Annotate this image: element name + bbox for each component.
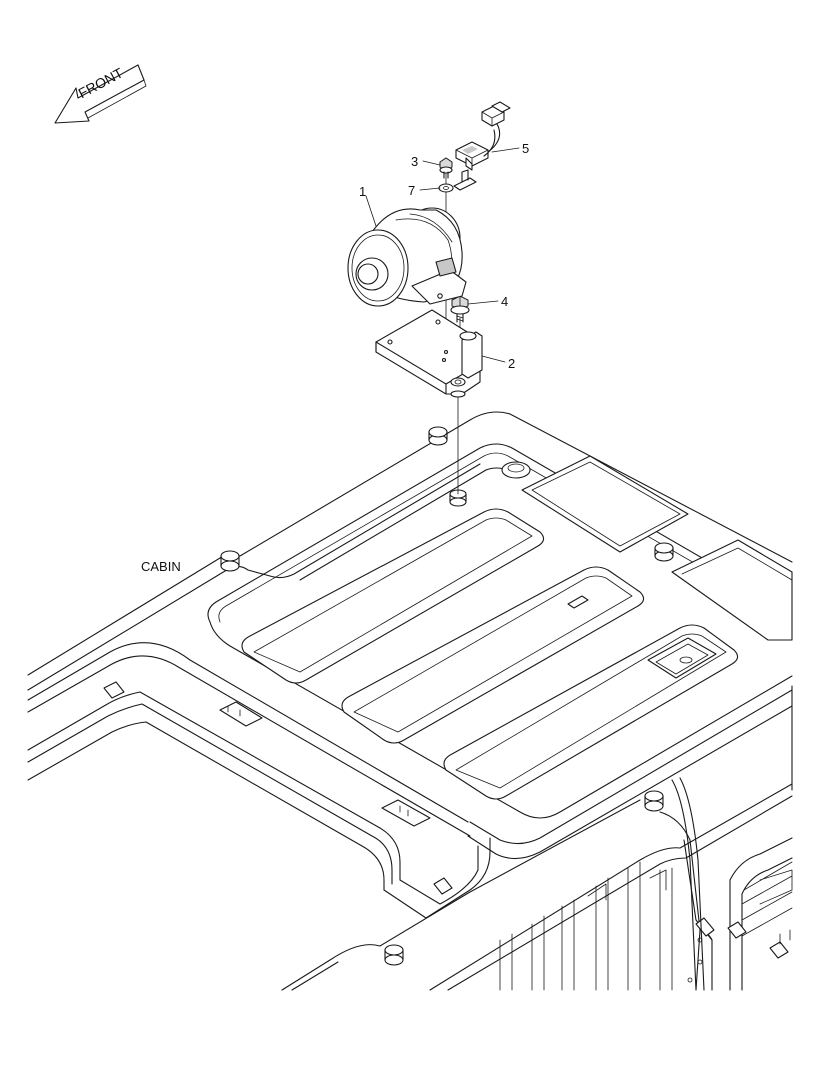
bolt-part bbox=[450, 295, 470, 323]
screw-part bbox=[439, 157, 453, 179]
cabin-frame bbox=[27, 681, 793, 991]
callout-2: 2 bbox=[508, 356, 516, 371]
cabin-label: CABIN bbox=[141, 559, 181, 574]
callout-4: 4 bbox=[501, 294, 509, 309]
front-arrow-icon bbox=[54, 64, 147, 124]
callout-1: 1 bbox=[359, 184, 367, 199]
washer-part bbox=[438, 183, 454, 193]
harness-part bbox=[453, 101, 511, 191]
callout-7: 7 bbox=[408, 183, 416, 198]
cabin-roof bbox=[27, 411, 793, 860]
horn-part bbox=[347, 207, 467, 307]
leader-lines bbox=[365, 147, 520, 363]
callout-3: 3 bbox=[411, 154, 419, 169]
bracket-part bbox=[375, 309, 483, 398]
callout-5: 5 bbox=[522, 141, 530, 156]
